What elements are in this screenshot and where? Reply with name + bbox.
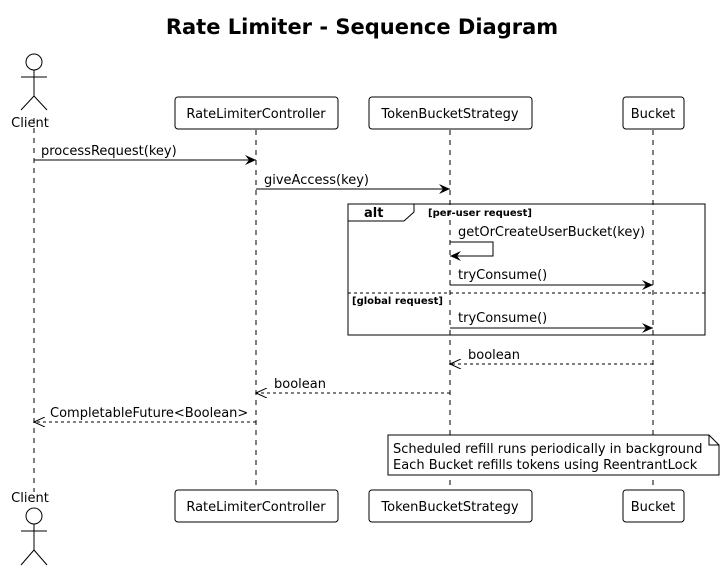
alt-keyword: alt: [364, 206, 383, 221]
message-process-request: processRequest(key): [34, 144, 256, 165]
participant-label: RateLimiterController: [186, 107, 326, 122]
return-boolean-bucket: boolean: [450, 348, 653, 364]
note-line-2: Each Bucket refills tokens using Reentra…: [393, 458, 698, 473]
actor-head-icon: [25, 53, 43, 71]
participant-label: RateLimiterController: [186, 500, 326, 515]
message-label: CompletableFuture<Boolean>: [50, 406, 248, 421]
participant-label: Bucket: [631, 500, 675, 515]
return-completable-future: CompletableFuture<Boolean>: [34, 406, 256, 422]
participant-label: Client: [11, 116, 49, 131]
alt-guard-global: [global request]: [352, 296, 443, 307]
participant-label: TokenBucketStrategy: [380, 107, 518, 122]
participant-controller-top: RateLimiterController: [174, 96, 339, 130]
message-get-or-create-bucket: getOrCreateUserBucket(key): [450, 225, 645, 261]
message-label: tryConsume(): [458, 268, 547, 283]
diagram-title: Rate Limiter - Sequence Diagram: [166, 15, 558, 39]
message-label: boolean: [468, 348, 520, 363]
participant-strategy-top: TokenBucketStrategy: [368, 96, 533, 130]
participant-strategy-bottom: TokenBucketStrategy: [368, 489, 533, 523]
participant-label: Bucket: [631, 107, 675, 122]
message-label: processRequest(key): [41, 144, 177, 159]
message-try-consume-global: tryConsume(): [450, 311, 653, 333]
message-label: giveAccess(key): [264, 173, 369, 188]
participant-label: Client: [11, 491, 49, 506]
participant-bucket-top: Bucket: [622, 96, 685, 130]
alt-guard-per-user: [per-user request]: [428, 208, 532, 219]
message-label: tryConsume(): [458, 311, 547, 326]
actor-client-top: Client: [11, 53, 49, 131]
note-line-1: Scheduled refill runs periodically in ba…: [393, 442, 703, 457]
message-give-access: giveAccess(key): [256, 173, 450, 194]
note-refill: Scheduled refill runs periodically in ba…: [387, 434, 720, 476]
participant-controller-bottom: RateLimiterController: [174, 489, 339, 523]
participant-label: TokenBucketStrategy: [380, 500, 518, 515]
message-try-consume-user: tryConsume(): [450, 268, 653, 290]
alt-fragment: alt [per-user request] [global request]: [347, 203, 706, 336]
actor-head-icon: [25, 507, 43, 525]
message-label: getOrCreateUserBucket(key): [458, 225, 645, 240]
return-boolean-strategy: boolean: [256, 377, 450, 393]
participant-bucket-bottom: Bucket: [622, 489, 685, 523]
actor-client-bottom: Client: [11, 491, 49, 566]
message-label: boolean: [274, 377, 326, 392]
